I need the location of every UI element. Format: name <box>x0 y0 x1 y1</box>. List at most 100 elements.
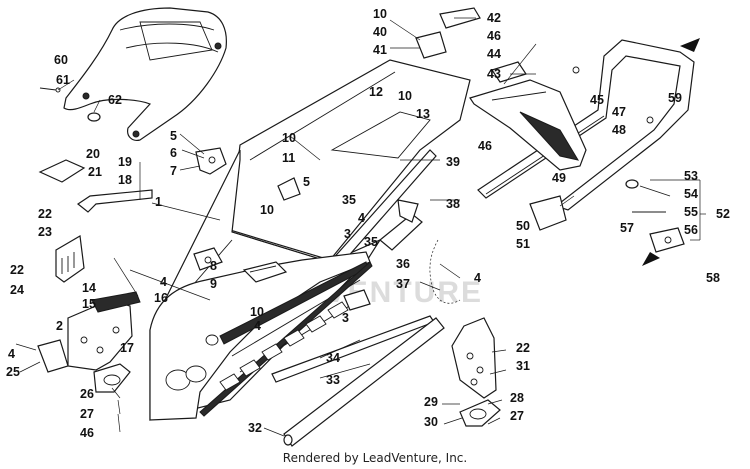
nut-part[interactable] <box>87 112 101 122</box>
callout-label: 25 <box>6 365 20 379</box>
plate-part[interactable] <box>37 339 69 373</box>
callout-label: 38 <box>446 197 460 211</box>
callout-label: 48 <box>612 123 626 137</box>
callout-label: 45 <box>590 93 604 107</box>
callout-label: 53 <box>684 169 698 183</box>
callout-label: 42 <box>487 11 501 25</box>
callout-label: 17 <box>120 341 134 355</box>
callout-label: 1 <box>155 195 162 209</box>
callout-label: 4 <box>8 347 15 361</box>
callout-label: 5 <box>170 129 177 143</box>
callout-label: 34 <box>326 351 340 365</box>
slide-rail-part[interactable] <box>271 315 445 447</box>
callout-label: 37 <box>396 277 410 291</box>
callout-label: 10 <box>250 305 264 319</box>
callout-label: 19 <box>118 155 132 169</box>
callout-label: 60 <box>54 53 68 67</box>
callout-label: 54 <box>684 187 698 201</box>
callout-label: 5 <box>303 175 310 189</box>
cover-part[interactable] <box>38 159 86 183</box>
callout-label: 35 <box>342 193 356 207</box>
callout-label: 46 <box>478 139 492 153</box>
light-bracket-part[interactable] <box>415 7 481 59</box>
rail-bracket-part[interactable] <box>343 289 371 311</box>
callout-label: 18 <box>118 173 132 187</box>
hitch-bracket-part[interactable] <box>529 195 567 231</box>
callout-label: 3 <box>342 311 349 325</box>
side-bracket-part[interactable] <box>379 199 423 251</box>
callout-label: 8 <box>210 259 217 273</box>
callout-label: 55 <box>684 205 698 219</box>
callout-label: 36 <box>396 257 410 271</box>
flap-part[interactable] <box>277 177 301 201</box>
callout-label: 21 <box>88 165 102 179</box>
seat-part[interactable] <box>63 7 227 141</box>
callout-label: 29 <box>424 395 438 409</box>
callout-label: 6 <box>170 146 177 160</box>
callout-label: 22 <box>38 207 52 221</box>
hitch-part[interactable] <box>625 179 685 253</box>
callout-label: 52 <box>716 207 730 221</box>
callout-label: 30 <box>424 415 438 429</box>
callout-label: 4 <box>474 271 481 285</box>
callout-label: 44 <box>487 47 501 61</box>
callout-label: 26 <box>80 387 94 401</box>
callout-label: 39 <box>446 155 460 169</box>
snow-flap-part[interactable] <box>469 79 587 171</box>
callout-label: 57 <box>620 221 634 235</box>
callout-label: 12 <box>369 85 383 99</box>
credit-text: Rendered by LeadVenture, Inc. <box>283 451 467 465</box>
callout-label: 28 <box>510 391 524 405</box>
front-bracket-part[interactable] <box>67 291 141 371</box>
arrow-icon <box>642 38 700 266</box>
callout-label: 58 <box>706 271 720 285</box>
callout-label: 2 <box>56 319 63 333</box>
callout-label: 27 <box>80 407 94 421</box>
callout-label: 4 <box>358 211 365 225</box>
callout-label: 3 <box>344 227 351 241</box>
foot-step-part[interactable] <box>451 317 501 427</box>
callout-label: 10 <box>260 203 274 217</box>
callout-label: 23 <box>38 225 52 239</box>
callout-label: 41 <box>373 43 387 57</box>
callout-label: 24 <box>10 283 24 297</box>
mount-bracket-part[interactable] <box>195 147 227 175</box>
callout-label: 13 <box>416 107 430 121</box>
toe-hold-part[interactable] <box>93 363 131 393</box>
callout-label: 22 <box>516 341 530 355</box>
callout-label: 40 <box>373 25 387 39</box>
callout-label: 33 <box>326 373 340 387</box>
callout-label: 16 <box>154 291 168 305</box>
step-bracket-part[interactable] <box>193 247 223 271</box>
callout-label: 11 <box>282 151 295 165</box>
pad-part[interactable] <box>242 261 288 283</box>
running-board-part[interactable] <box>149 251 373 421</box>
callout-label: 50 <box>516 219 530 233</box>
callout-label: 61 <box>56 73 70 87</box>
callout-label: 7 <box>170 164 177 178</box>
strap-part[interactable] <box>429 239 461 304</box>
callout-label: 27 <box>510 409 524 423</box>
callout-label: 14 <box>82 281 96 295</box>
callout-label: 10 <box>373 7 387 21</box>
callout-label: 4 <box>254 319 261 333</box>
callout-label: 20 <box>86 147 100 161</box>
callout-label: 9 <box>210 277 217 291</box>
callout-label: 15 <box>82 297 96 311</box>
callout-label: 47 <box>612 105 626 119</box>
callout-label: 4 <box>160 275 167 289</box>
callout-label: 31 <box>516 359 530 373</box>
callout-label: 46 <box>80 426 94 440</box>
callout-label: 51 <box>516 237 530 251</box>
callout-label: 22 <box>10 263 24 277</box>
callout-label: 43 <box>487 67 501 81</box>
guard-part[interactable] <box>55 235 85 283</box>
callout-label: 56 <box>684 223 698 237</box>
screw-part[interactable] <box>39 87 61 93</box>
callout-label: 10 <box>398 89 412 103</box>
callout-label: 49 <box>552 171 566 185</box>
handle-tube-part[interactable] <box>76 189 153 213</box>
callout-label: 32 <box>248 421 262 435</box>
